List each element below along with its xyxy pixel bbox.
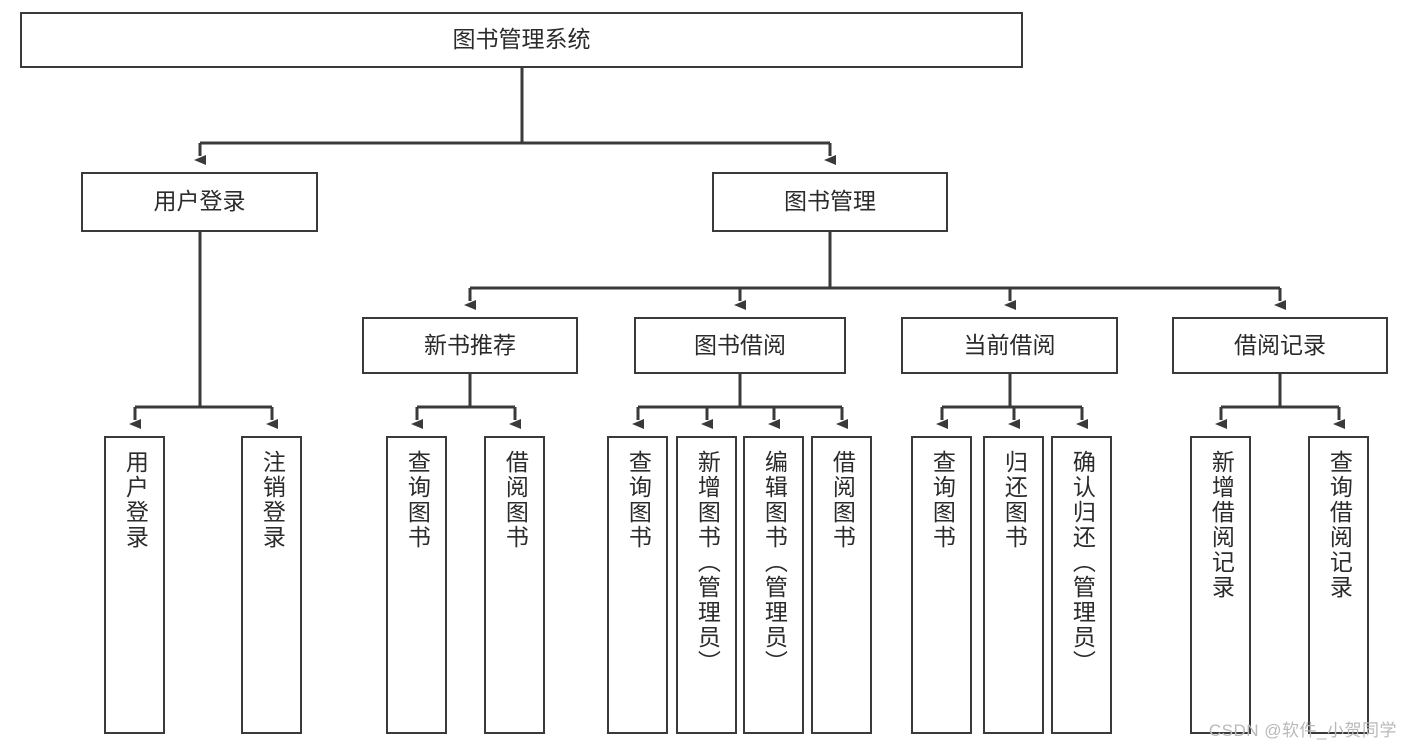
node-leaf-query-book-1[interactable]: 查询图书 xyxy=(386,436,447,734)
node-leaf-borrow-book-2[interactable]: 借阅图书 xyxy=(811,436,872,734)
node-label: 查询借阅记录 xyxy=(1326,450,1353,600)
node-label: 借阅记录 xyxy=(1234,331,1326,358)
node-root[interactable]: 图书管理系统 xyxy=(20,12,1023,68)
node-label: 注销登录 xyxy=(259,450,286,550)
node-leaf-query-book-3[interactable]: 查询图书 xyxy=(911,436,972,734)
node-label: 确认归还（管理员） xyxy=(1069,450,1096,675)
node-label: 编辑图书（管理员） xyxy=(761,450,788,675)
node-leaf-add-record[interactable]: 新增借阅记录 xyxy=(1190,436,1251,734)
node-book-manage[interactable]: 图书管理 xyxy=(712,172,948,232)
node-new-book-rec[interactable]: 新书推荐 xyxy=(362,317,578,374)
node-label: 查询图书 xyxy=(929,450,956,550)
node-borrow-record[interactable]: 借阅记录 xyxy=(1172,317,1388,374)
node-leaf-add-book[interactable]: 新增图书（管理员） xyxy=(676,436,737,734)
node-label: 借阅图书 xyxy=(829,450,856,550)
node-label: 借阅图书 xyxy=(502,450,529,550)
node-leaf-edit-book[interactable]: 编辑图书（管理员） xyxy=(743,436,804,734)
node-label: 用户登录 xyxy=(122,450,149,550)
node-leaf-logout[interactable]: 注销登录 xyxy=(241,436,302,734)
node-leaf-user-login[interactable]: 用户登录 xyxy=(104,436,165,734)
node-label: 图书管理 xyxy=(784,188,876,215)
node-label: 当前借阅 xyxy=(963,331,1056,358)
node-book-borrow[interactable]: 图书借阅 xyxy=(634,317,846,374)
node-leaf-borrow-book-1[interactable]: 借阅图书 xyxy=(484,436,545,734)
node-leaf-query-book-2[interactable]: 查询图书 xyxy=(607,436,668,734)
node-label: 查询图书 xyxy=(625,450,652,550)
node-leaf-query-record[interactable]: 查询借阅记录 xyxy=(1308,436,1369,734)
node-current-borrow[interactable]: 当前借阅 xyxy=(901,317,1118,374)
node-label: 查询图书 xyxy=(404,450,431,550)
node-label: 新增借阅记录 xyxy=(1208,450,1235,600)
node-label: 用户登录 xyxy=(153,188,246,215)
node-label: 归还图书 xyxy=(1001,450,1028,550)
node-label: 图书借阅 xyxy=(694,331,786,358)
node-user-login[interactable]: 用户登录 xyxy=(81,172,318,232)
node-label: 新增图书（管理员） xyxy=(694,450,721,675)
node-leaf-return-book[interactable]: 归还图书 xyxy=(983,436,1044,734)
node-label: 新书推荐 xyxy=(424,331,516,358)
node-leaf-confirm-return[interactable]: 确认归还（管理员） xyxy=(1051,436,1112,734)
node-label: 图书管理系统 xyxy=(452,26,591,53)
